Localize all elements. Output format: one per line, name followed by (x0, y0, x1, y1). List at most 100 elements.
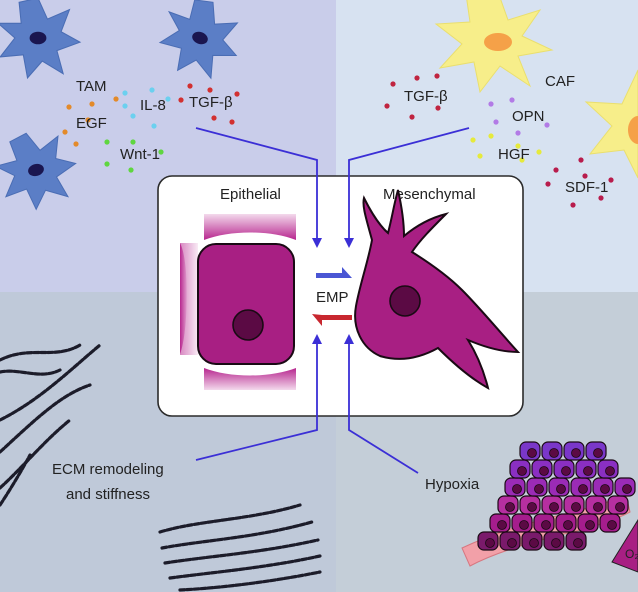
tumor-cell-nucleus (622, 484, 632, 494)
factor-dot (151, 123, 157, 129)
factor-dot (477, 153, 483, 159)
factor-dot (598, 195, 604, 201)
factor-dot (62, 129, 68, 135)
factor-dot (544, 122, 550, 128)
tam-label: TAM (76, 78, 107, 95)
factor-dot (509, 97, 515, 103)
factor-dot (187, 83, 193, 89)
tumor-cell-nucleus (573, 538, 583, 548)
hgf-label: HGF (498, 146, 530, 163)
sdf1-label: SDF-1 (565, 179, 608, 196)
egf-label: EGF (76, 115, 107, 132)
factor-dot (519, 157, 525, 163)
factor-dot (130, 139, 136, 145)
tgfb-right-label: TGF-β (404, 88, 448, 105)
factor-dot (608, 177, 614, 183)
tumor-cell-nucleus (578, 484, 588, 494)
factor-dot (435, 105, 441, 111)
factor-dot (122, 103, 128, 109)
factor-dot (113, 96, 119, 102)
tumor-cell-nucleus (561, 466, 571, 476)
tumor-cell-nucleus (571, 502, 581, 512)
tumor-cell-nucleus (507, 538, 517, 548)
factor-dot (414, 75, 420, 81)
factor-dot (409, 114, 415, 120)
connector-arrows (195, 127, 470, 474)
wnt1-label: Wnt-1 (120, 146, 160, 163)
factor-dot (130, 113, 136, 119)
caf-label: CAF (545, 73, 575, 90)
factor-dot (578, 157, 584, 163)
collagen-fiber-icon (0, 343, 102, 507)
tumor-cell-nucleus (527, 502, 537, 512)
factor-dot (536, 149, 542, 155)
opn-label: OPN (512, 108, 545, 125)
tumor-cell-nucleus (512, 484, 522, 494)
factor-dot (570, 202, 576, 208)
factor-dot (66, 104, 72, 110)
factor-dot (207, 87, 213, 93)
factor-dot (73, 141, 79, 147)
hypoxia-label: Hypoxia (425, 476, 480, 493)
ecm-label-line2: and stiffness (66, 486, 150, 503)
il8-label: IL-8 (140, 97, 166, 114)
tumor-cell-nucleus (593, 502, 603, 512)
tumor-cell-nucleus (556, 484, 566, 494)
tumor-cell-nucleus (541, 520, 551, 530)
factor-dot (470, 137, 476, 143)
mesenchymal-cell-icon (354, 189, 521, 390)
growth-factor-dots (62, 73, 614, 208)
factor-dot (390, 81, 396, 87)
factor-dot (493, 119, 499, 125)
factor-dot (488, 101, 494, 107)
tumor-cell-cluster-icon (461, 441, 636, 567)
tumor-cell-nucleus (551, 538, 561, 548)
factor-dot (158, 149, 164, 155)
tumor-cell-nucleus (549, 448, 559, 458)
caf-star-icon (434, 0, 554, 94)
factor-dot (122, 90, 128, 96)
tumor-cell-nucleus (563, 520, 573, 530)
tumor-cell-nucleus (505, 502, 515, 512)
tumor-cell-nucleus (583, 466, 593, 476)
emp-label: EMP (316, 289, 349, 306)
ecm-label-line1: ECM remodeling (52, 461, 164, 478)
factor-dot (104, 161, 110, 167)
factor-dot (488, 133, 494, 139)
tumor-cell-nucleus (607, 520, 617, 530)
factor-dot (178, 97, 184, 103)
caf-star-icon (584, 69, 638, 179)
tumor-cell-nucleus (534, 484, 544, 494)
factor-dot (128, 167, 134, 173)
epithelial-cell-icon (180, 214, 296, 390)
tumor-cell-nucleus (527, 448, 537, 458)
factor-dot (434, 73, 440, 79)
oxygen-triangle-icon: O₂ (611, 519, 638, 573)
tgfb-left-label: TGF-β (189, 94, 233, 111)
tumor-cell-nucleus (605, 466, 615, 476)
factor-dot (515, 143, 521, 149)
tumor-cell-nucleus (600, 484, 610, 494)
tumor-cell-nucleus (519, 520, 529, 530)
tumor-cell-nucleus (529, 538, 539, 548)
tumor-cell-nucleus (571, 448, 581, 458)
tumor-cell-nucleus (615, 502, 625, 512)
tumor-cell-nucleus (497, 520, 507, 530)
factor-dot (545, 181, 551, 187)
factor-dot (582, 173, 588, 179)
factor-dot (229, 119, 235, 125)
tumor-cell-nucleus (593, 448, 603, 458)
factor-dot (553, 167, 559, 173)
tumor-cell-nucleus (539, 466, 549, 476)
factor-dot (149, 87, 155, 93)
tumor-cell-nucleus (517, 466, 527, 476)
tumor-cell-nucleus (585, 520, 595, 530)
arrowheads (312, 238, 354, 344)
mesenchymal-title: Mesenchymal (383, 186, 476, 203)
factor-dot (211, 115, 217, 121)
factor-dot (104, 139, 110, 145)
tumor-cell-nucleus (549, 502, 559, 512)
collagen-fiber-icon (158, 503, 322, 592)
factor-dot (515, 130, 521, 136)
